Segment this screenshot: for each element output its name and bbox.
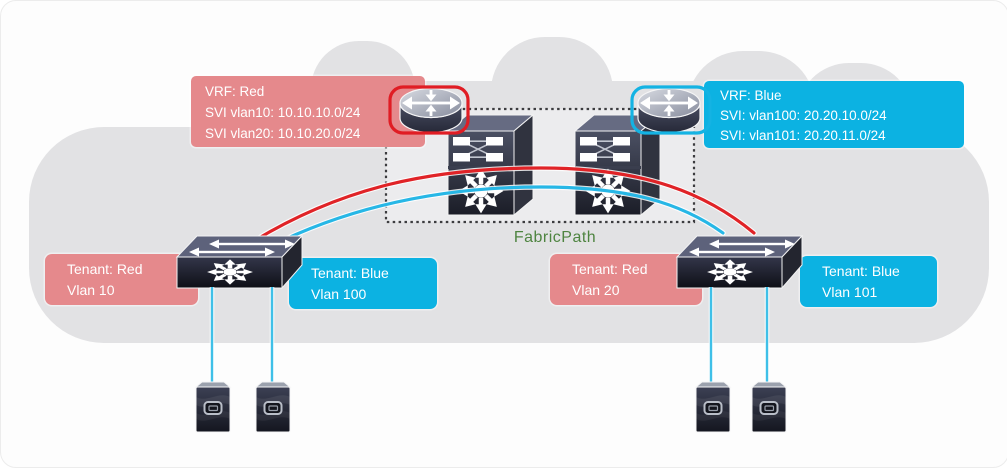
tenant-name: Tenant: Blue <box>311 265 389 281</box>
tenant-name: Tenant: Red <box>67 261 143 277</box>
tenant-vlan: Vlan 101 <box>822 284 878 300</box>
blue-vrf-title: VRF: Blue <box>720 88 782 103</box>
tenant-red-vlan10-callout: Tenant: Red Vlan 10 <box>45 254 198 305</box>
blue-vrf-svi1: SVI: vlan100: 20.20.10.0/24 <box>720 108 887 123</box>
tenant-vlan: Vlan 100 <box>311 286 367 302</box>
red-vrf-callout: VRF: Red SVI vlan10: 10.10.10.0/24 SVI v… <box>191 76 425 147</box>
tenant-name: Tenant: Blue <box>822 263 900 279</box>
tenant-vlan: Vlan 10 <box>67 282 115 298</box>
fabricpath-label: FabricPath <box>513 229 597 246</box>
tenant-name: Tenant: Red <box>572 261 648 277</box>
blue-vrf-callout: VRF: Blue SVI: vlan100: 20.20.10.0/24 SV… <box>704 81 964 148</box>
red-vrf-svi2: SVI vlan20: 10.10.20.0/24 <box>205 126 361 141</box>
blue-vrf-svi2: SVI: vlan101: 20.20.11.0/24 <box>720 128 886 143</box>
tenant-vlan: Vlan 20 <box>572 282 620 298</box>
tenant-red-vlan20-callout: Tenant: Red Vlan 20 <box>550 254 702 305</box>
fabricpath-domain-border <box>384 107 696 224</box>
tenant-blue-vlan101-callout: Tenant: Blue Vlan 101 <box>800 256 937 307</box>
tenant-blue-vlan100-callout: Tenant: Blue Vlan 100 <box>289 258 437 309</box>
red-vrf-svi1: SVI vlan10: 10.10.10.0/24 <box>205 105 361 120</box>
red-vrf-title: VRF: Red <box>205 84 265 99</box>
